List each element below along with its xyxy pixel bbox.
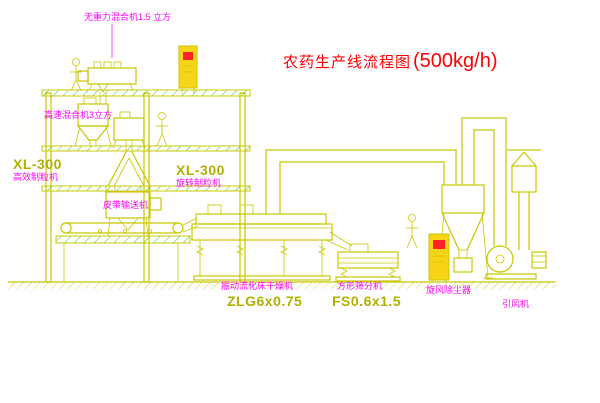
- worker-figure-floor2: [156, 112, 168, 147]
- cyclone-separator: [433, 184, 493, 279]
- label-fluid-bed-dryer-model: ZLG6x0.75: [227, 293, 303, 309]
- label-fluid-bed-dryer: 振动流化床干燥机: [221, 281, 294, 291]
- high-speed-mixer: [74, 97, 112, 147]
- worker-figure-sifter: [406, 214, 418, 249]
- label-cyclone: 旋风除尘器: [426, 285, 472, 295]
- fluid-bed-dryer: [191, 204, 353, 281]
- main-exhaust-duct: [265, 149, 457, 214]
- title-capacity: (500kg/h): [413, 50, 498, 72]
- diagram-title: 农药生产线流程图 (500kg/h): [283, 50, 498, 73]
- label-square-sifter: 方形筛分机: [337, 281, 383, 291]
- ground-line: [8, 281, 556, 289]
- label-fan: 引风机: [502, 299, 530, 309]
- y-splitter-chute: [107, 151, 151, 187]
- label-high-speed-mixer: 高速混合机3立方: [44, 110, 113, 120]
- label-granulator-right-model: XL-300: [176, 162, 225, 178]
- label-granulator-right-name: 旋转制粒机: [176, 178, 222, 188]
- induced-draft-fan: [485, 245, 547, 280]
- rotary-granulator: [105, 185, 162, 237]
- label-belt-conveyor: 皮带输送机: [103, 200, 149, 210]
- building-structure: [41, 89, 251, 283]
- label-granulator-left-name: 高效制粒机: [13, 172, 59, 182]
- zero-gravity-mixer: [77, 61, 137, 104]
- control-cabinet-right: [428, 233, 450, 282]
- title-text: 农药生产线流程图: [283, 54, 412, 71]
- label-square-sifter-model: FS0.6x1.5: [332, 293, 402, 309]
- label-gravity-mixer: 无重力混合机1.5 立方: [84, 12, 172, 22]
- worker-figure-roof: [70, 58, 82, 92]
- exhaust-stack: [507, 149, 541, 250]
- belt-conveyor: [60, 218, 199, 234]
- square-sifter: [335, 243, 401, 282]
- cyclone-outlet-duct: [461, 117, 507, 246]
- label-granulator-left-model: XL-300: [13, 156, 62, 172]
- control-cabinet-top: [178, 45, 198, 93]
- granulator-feeder: [112, 111, 146, 152]
